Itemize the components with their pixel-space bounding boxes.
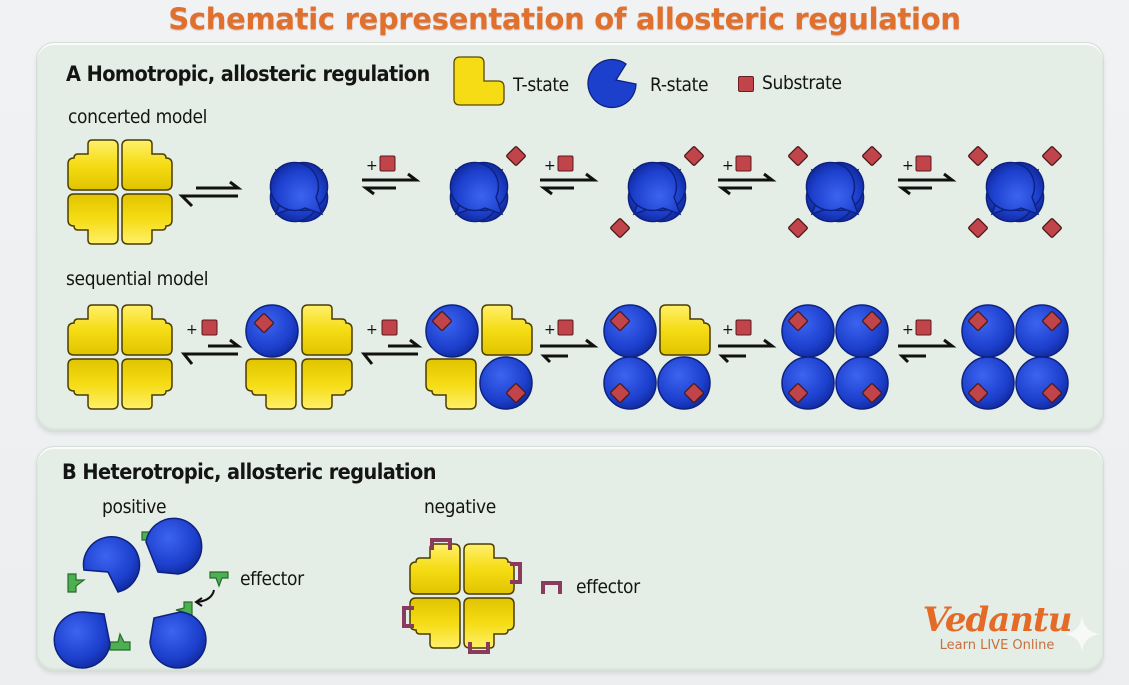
svg-text:+: + bbox=[902, 158, 914, 174]
substrate-icon bbox=[738, 76, 754, 92]
substrate-addition-arrow: + bbox=[717, 155, 777, 196]
panel-b-heading: B Heterotropic, allosteric regulation bbox=[62, 460, 436, 484]
svg-text:+: + bbox=[902, 322, 914, 338]
svg-text:+: + bbox=[366, 158, 378, 174]
tetramer-r1t3 bbox=[245, 304, 353, 410]
svg-text:+: + bbox=[366, 322, 378, 338]
tetramer-r4-2-bound bbox=[609, 145, 705, 239]
svg-text:+: + bbox=[544, 322, 556, 338]
t-state-icon bbox=[453, 56, 505, 106]
sparkle-icon bbox=[1064, 616, 1100, 652]
positive-effector-icon bbox=[209, 571, 229, 588]
svg-text:+: + bbox=[722, 158, 734, 174]
page-title: Schematic representation of allosteric r… bbox=[168, 2, 961, 36]
equilibrium-arrow bbox=[178, 180, 243, 208]
negative-label: negative bbox=[424, 496, 496, 518]
substrate-addition-arrow: + bbox=[897, 155, 957, 196]
brand-tagline: Learn LIVE Online bbox=[939, 638, 1055, 653]
tetramer-t4-sequential bbox=[67, 304, 173, 410]
concerted-model-label: concerted model bbox=[68, 106, 208, 128]
tetramer-r4-3-bound bbox=[787, 145, 883, 239]
substrate-addition-arrow: + bbox=[360, 319, 423, 365]
tetramer-r3t1 bbox=[603, 304, 711, 410]
positive-label: positive bbox=[102, 496, 167, 518]
brand-logo: Vedantu Learn LIVE Online bbox=[922, 600, 1073, 653]
legend-substrate-label: Substrate bbox=[762, 72, 842, 94]
tetramer-r4-1-bound bbox=[449, 145, 527, 223]
panel-a-heading: A Homotropic, allosteric regulation bbox=[66, 62, 430, 86]
negative-effector-icon bbox=[541, 581, 562, 594]
substrate-addition-arrow: + bbox=[361, 155, 421, 196]
substrate-addition-arrow: + bbox=[539, 155, 599, 196]
tetramer-r4-final-sequential bbox=[961, 304, 1069, 410]
panel-homotropic bbox=[36, 42, 1104, 432]
tetramer-t4-concerted bbox=[67, 139, 173, 245]
sequential-model-label: sequential model bbox=[66, 268, 209, 290]
panel-heterotropic bbox=[36, 446, 1104, 672]
svg-text:+: + bbox=[722, 322, 734, 338]
brand-name: Vedantu bbox=[922, 600, 1073, 640]
negative-regulation-tetramer bbox=[402, 538, 522, 654]
r-state-icon bbox=[587, 58, 637, 109]
svg-text:+: + bbox=[544, 158, 556, 174]
substrate-addition-arrow: + bbox=[718, 319, 777, 364]
substrate-addition-arrow: + bbox=[180, 319, 243, 365]
tetramer-r4-4-bound bbox=[967, 145, 1063, 239]
tetramer-r4-0-bound bbox=[269, 161, 329, 223]
positive-effector-label: effector bbox=[240, 568, 304, 590]
substrate-addition-arrow: + bbox=[540, 319, 599, 364]
positive-regulation-tetramer bbox=[53, 517, 207, 669]
substrate-addition-arrow: + bbox=[898, 319, 957, 364]
legend-t-state-label: T-state bbox=[513, 74, 569, 96]
tetramer-r4-full-sequential bbox=[781, 304, 889, 410]
tetramer-r2t2 bbox=[425, 304, 533, 410]
legend-r-state-label: R-state bbox=[650, 74, 709, 96]
binding-arrow-icon bbox=[194, 589, 215, 607]
negative-effector-label: effector bbox=[576, 576, 640, 598]
svg-text:+: + bbox=[186, 322, 198, 338]
